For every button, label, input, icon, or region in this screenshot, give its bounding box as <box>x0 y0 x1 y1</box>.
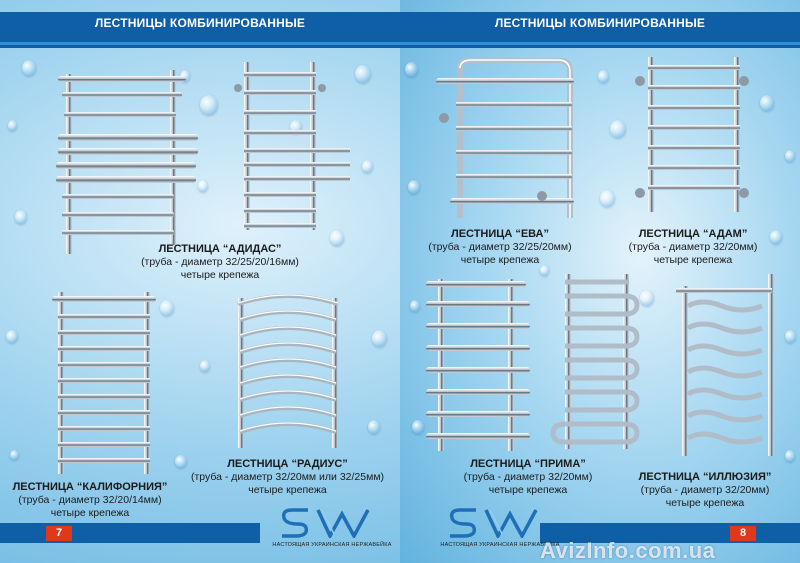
product-title: ЛЕСТНИЦА “ИЛЛЮЗИЯ” <box>638 471 772 483</box>
product-mounts: четыре крепежа <box>665 497 745 509</box>
product-spec: (труба - диаметр 32/25/20мм) <box>428 241 572 253</box>
product-caption-adam: ЛЕСТНИЦА “АДАМ” (труба - диаметр 32/20мм… <box>618 228 768 267</box>
right-page-header: ЛЕСТНИЦЫ КОМБИНИРОВАННЫЕ <box>494 16 706 30</box>
towel-rail-illusion-image <box>676 274 774 456</box>
header-bar <box>0 12 800 48</box>
towel-rail-eva-image <box>436 58 574 218</box>
product-caption-eva: ЛЕСТНИЦА “ЕВА” (труба - диаметр 32/25/20… <box>425 228 575 267</box>
footer-bar-left <box>0 523 260 543</box>
product-title: ЛЕСТНИЦА “ЕВА” <box>450 228 549 240</box>
product-title: ЛЕСТНИЦА “РАДИУС” <box>227 458 348 470</box>
page-number-right: 8 <box>730 526 756 541</box>
sw-logo-icon <box>281 508 370 538</box>
product-mounts: четыре крепежа <box>248 484 327 496</box>
product-title: ЛЕСТНИЦА “АДИДАС” <box>158 243 282 255</box>
brand-logo-left: НАСТОЯЩАЯ УКРАИНСКАЯ НЕРЖАВЕЙКА <box>268 506 396 556</box>
product-caption-adidas: ЛЕСТНИЦА “АДИДАС” (труба - диаметр 32/25… <box>120 243 320 282</box>
towel-rail-image <box>234 62 350 230</box>
product-mounts: четыре крепежа <box>488 484 568 496</box>
brand-tagline: НАСТОЯЩАЯ УКРАИНСКАЯ НЕРЖАВЕЙКА <box>272 542 392 548</box>
watermark: AvizInfo.com.ua <box>540 538 716 563</box>
towel-rail-adidas-image <box>56 70 198 254</box>
product-mounts: четыре крепежа <box>653 254 733 266</box>
towel-rail-california-image <box>52 292 156 474</box>
product-spec: (труба - диаметр 32/20/14мм) <box>18 494 162 506</box>
product-spec: (труба - диаметр 32/20мм) <box>463 471 593 483</box>
product-caption-prima: ЛЕСТНИЦА “ПРИМА” (труба - диаметр 32/20м… <box>448 458 608 497</box>
product-caption-california: ЛЕСТНИЦА “КАЛИФОРНИЯ” (труба - диаметр 3… <box>10 481 170 520</box>
left-page-header: ЛЕСТНИЦЫ КОМБИНИРОВАННЫЕ <box>94 16 306 30</box>
towel-rail-image <box>426 279 530 451</box>
towel-rail-adam-image <box>635 57 749 212</box>
product-spec: (труба - диаметр 32/20мм) <box>628 241 758 253</box>
product-caption-illusion: ЛЕСТНИЦА “ИЛЛЮЗИЯ” (труба - диаметр 32/2… <box>630 471 780 510</box>
page-number-left: 7 <box>46 526 72 541</box>
product-mounts: четыре крепежа <box>50 507 130 519</box>
towel-rail-radius-image <box>237 294 339 448</box>
towel-rail-prima-image <box>550 274 640 449</box>
brand-logo-right: НАСТОЯЩАЯ УКРАИНСКАЯ НЕРЖАВЕЙКА <box>436 506 564 556</box>
product-mounts: четыре крепежа <box>180 269 260 281</box>
product-spec: (труба - диаметр 32/25/20/16мм) <box>141 256 299 268</box>
product-mounts: четыре крепежа <box>460 254 540 266</box>
product-title: ЛЕСТНИЦА “АДАМ” <box>638 228 748 240</box>
product-title: ЛЕСТНИЦА “КАЛИФОРНИЯ” <box>12 481 168 493</box>
product-spec: (труба - диаметр 32/20мм) <box>640 484 770 496</box>
sw-logo-icon <box>449 508 538 538</box>
brand-tagline: НАСТОЯЩАЯ УКРАИНСКАЯ НЕРЖАВЕЙКА <box>440 542 560 548</box>
product-title: ЛЕСТНИЦА “ПРИМА” <box>470 458 586 470</box>
product-spec: (труба - диаметр 32/20мм или 32/25мм) <box>190 471 385 483</box>
product-caption-radius: ЛЕСТНИЦА “РАДИУС” (труба - диаметр 32/20… <box>180 458 395 497</box>
